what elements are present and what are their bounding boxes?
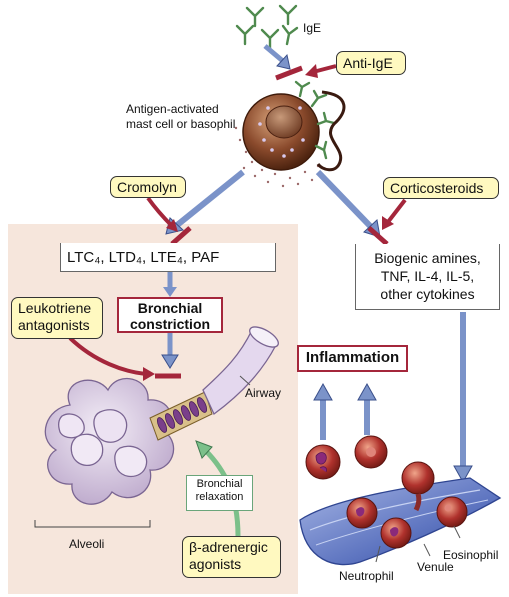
leukotriene-antagonists-box: Leukotriene antagonists (11, 297, 103, 339)
relaxation-line1: Bronchial (196, 478, 243, 490)
airway-arrow (161, 333, 179, 369)
corticosteroids-box: Corticosteroids (383, 177, 499, 199)
anti-ige-box: Anti-IgE (336, 51, 406, 75)
beta-line1: β-adrenergic (189, 539, 268, 555)
mast-cell-label-line1: Antigen-activated (126, 102, 219, 116)
cromolyn-arrow (146, 196, 178, 232)
anti-ige-block-bar (275, 65, 303, 81)
leukotriene-line1: Leukotriene (18, 300, 92, 316)
leukocytes-icon (305, 435, 468, 549)
cytokines-box: Biogenic amines, TNF, IL-4, IL-5, other … (355, 244, 500, 310)
corticosteroids-block-bar (367, 226, 389, 246)
mediators-text: LTC₄, LTD₄, LTE₄, PAF (67, 249, 220, 266)
mediators-box: LTC₄, LTD₄, LTE₄, PAF (60, 243, 276, 272)
cytokines-line2: TNF, IL-4, IL-5, (380, 268, 475, 284)
neutrophil-label: Neutrophil (339, 569, 394, 583)
alveoli-label: Alveoli (69, 537, 105, 551)
leukotriene-line2: antagonists (18, 317, 90, 333)
airway-label: Airway (245, 386, 282, 400)
cromolyn-block-bar (170, 226, 192, 246)
mast-cell-icon (234, 80, 346, 188)
neutrophil-pointer (375, 545, 381, 563)
bronchiole-icon (149, 391, 213, 441)
venule-label: Venule (417, 560, 454, 574)
mast-cell-label-line2: mast cell or basophil (126, 117, 236, 131)
leukotriene-arrow (68, 336, 155, 381)
cytokines-line3: other cytokines (380, 286, 475, 302)
constriction-line2: constriction (129, 316, 211, 332)
corticosteroids-arrow (382, 198, 407, 230)
ige-antibodies-icon (235, 4, 299, 50)
cytokines-line1: Biogenic amines, (374, 250, 481, 266)
ige-arrow (263, 44, 291, 70)
inflammation-box: Inflammation (297, 345, 408, 372)
eosinophil-pointer (453, 525, 461, 539)
airway-icon (202, 326, 279, 415)
bronchial-constriction-box: Bronchial constriction (117, 297, 223, 333)
airway-pointer (239, 375, 251, 386)
anti-ige-arrow (305, 64, 337, 78)
cromolyn-box: Cromolyn (110, 176, 186, 198)
venule-arrow (453, 312, 473, 484)
ige-label: IgE (303, 21, 322, 35)
alveoli-icon (44, 378, 175, 505)
constriction-arrow (163, 272, 177, 297)
eosinophil-label: Eosinophil (443, 548, 499, 562)
beta-line2: agonists (189, 556, 242, 572)
constriction-line1: Bronchial (137, 300, 203, 316)
inflammation-arrow-2 (357, 382, 377, 435)
bronchial-relaxation-box: Bronchial relaxation (186, 475, 253, 511)
inflammation-arrow-1 (313, 382, 333, 440)
alveoli-bracket (34, 520, 151, 528)
inflammation-text: Inflammation (305, 349, 400, 366)
beta-agonists-box: β-adrenergic agonists (182, 536, 281, 578)
relaxation-line2: relaxation (195, 491, 244, 503)
venule-pointer (423, 543, 431, 557)
